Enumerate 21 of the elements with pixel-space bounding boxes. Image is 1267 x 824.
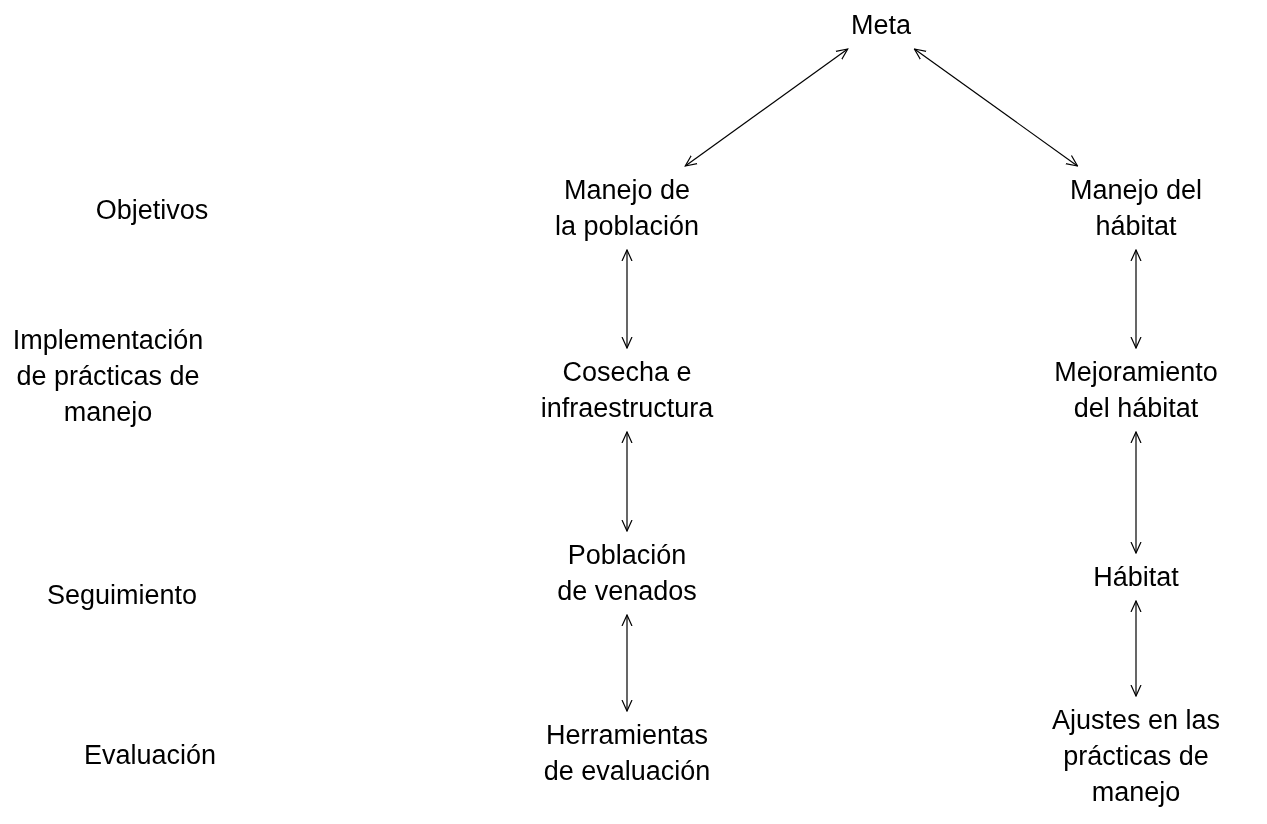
node-text: Meta xyxy=(851,9,911,42)
double-arrow xyxy=(1130,600,1142,697)
row-label: Implementación de prácticas de manejo xyxy=(11,324,205,429)
double-arrow xyxy=(1130,431,1142,554)
double-arrow xyxy=(621,614,633,712)
double-arrow xyxy=(913,48,1079,167)
row-label: Evaluación xyxy=(83,739,217,772)
node-text: Mejoramiento del hábitat xyxy=(1053,356,1219,425)
row-label: Seguimiento xyxy=(46,579,198,612)
node-text: Población de venados xyxy=(556,539,698,608)
node-text: Herramientas de evaluación xyxy=(542,719,712,788)
double-arrow xyxy=(621,431,633,532)
node-text: Hábitat xyxy=(1093,561,1179,594)
node-text: Cosecha e infraestructura xyxy=(539,356,715,425)
node-text: Ajustes en las prácticas de manejo xyxy=(1050,704,1222,809)
row-label: Objetivos xyxy=(95,194,209,227)
node-text: Manejo del hábitat xyxy=(1068,174,1204,243)
double-arrow xyxy=(1130,249,1142,349)
double-arrow xyxy=(684,48,849,167)
node-text: Manejo de la población xyxy=(553,174,701,243)
double-arrow xyxy=(621,249,633,349)
